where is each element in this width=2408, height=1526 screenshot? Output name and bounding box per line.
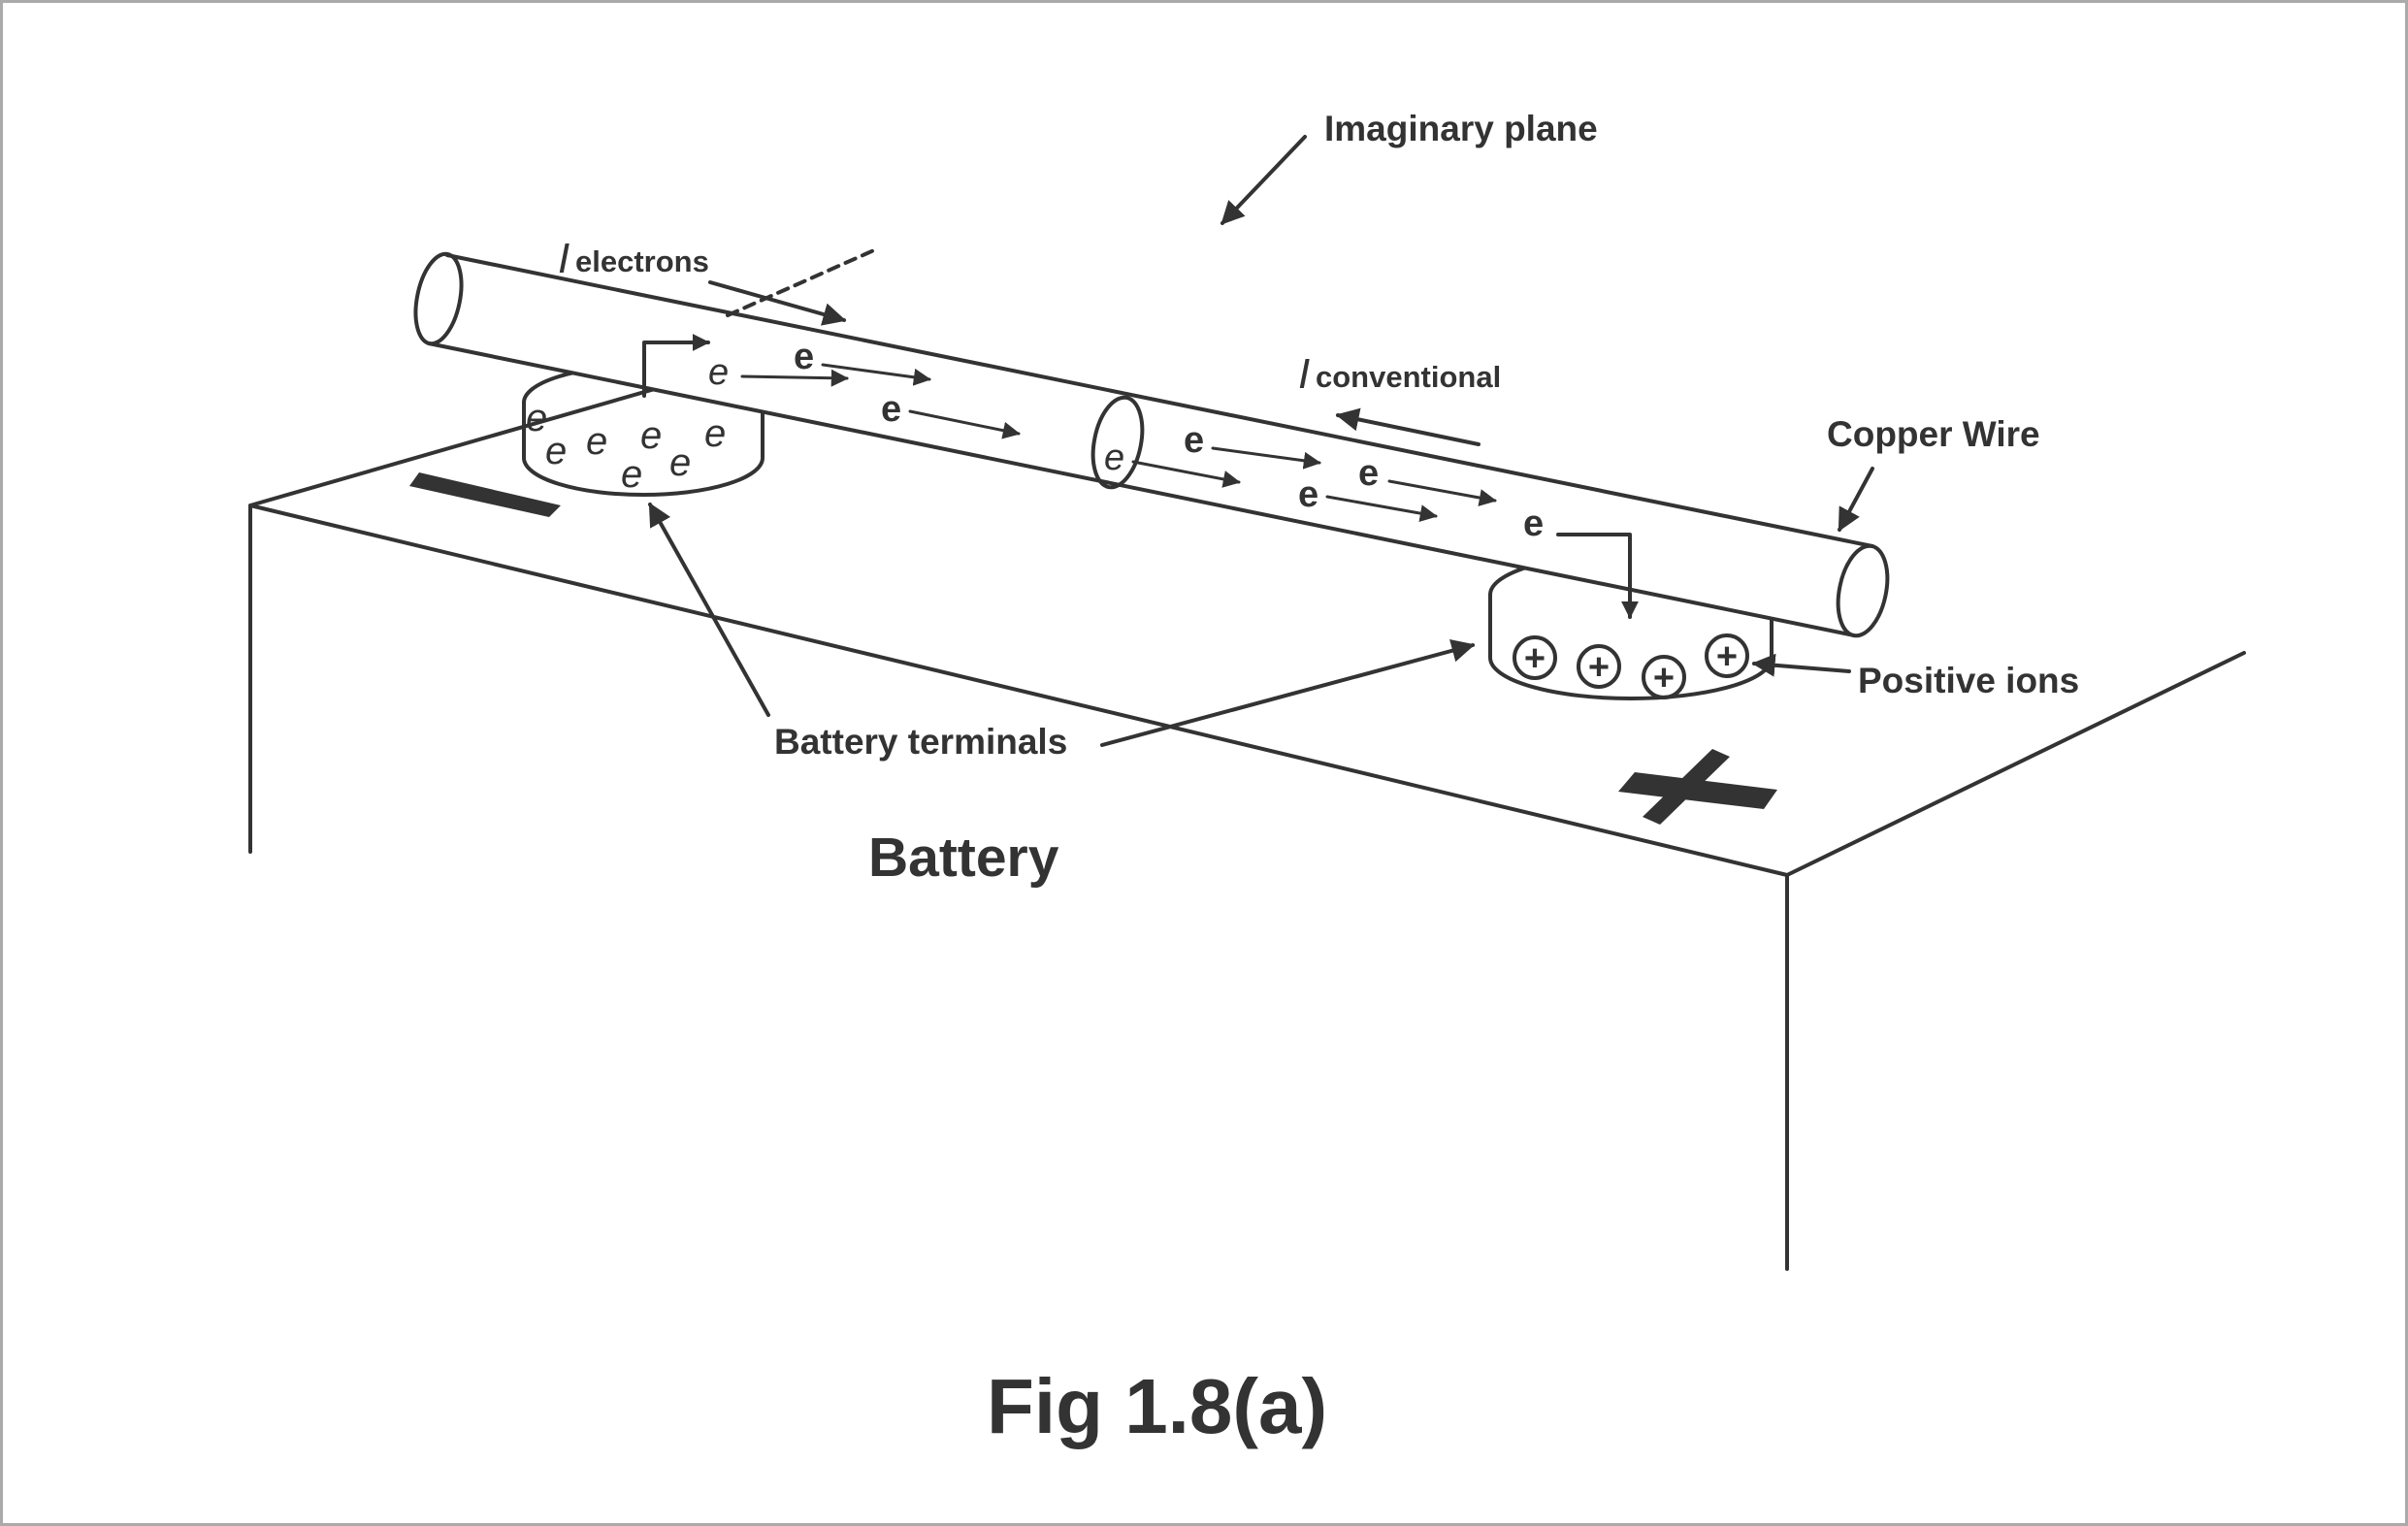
positive-terminal-symbol xyxy=(1618,749,1777,825)
copper-wire xyxy=(413,251,1890,638)
positive-ions-arrow xyxy=(1751,653,1851,677)
battery-label: Battery xyxy=(868,827,1059,889)
svg-text:conventional: conventional xyxy=(1316,360,1501,394)
electron: e xyxy=(1104,438,1124,478)
conventional-current-arrow xyxy=(1335,407,1481,446)
electron-exit-arrow xyxy=(642,334,710,398)
positive-ion: + xyxy=(1524,638,1546,679)
positive-ions: + + + + xyxy=(1513,633,1749,699)
electron: e xyxy=(1298,474,1318,515)
svg-text:I: I xyxy=(1298,350,1310,398)
electron: e xyxy=(881,389,901,430)
negative-terminal-symbol xyxy=(409,472,561,517)
electron-current-arrow xyxy=(708,280,847,326)
electron: e xyxy=(586,420,607,463)
imaginary-plane-section xyxy=(1090,395,1145,490)
imaginary-plane-label: Imaginary plane xyxy=(1324,109,1598,148)
positive-ion: + xyxy=(1716,636,1738,677)
imaginary-plane-line xyxy=(726,247,878,317)
copper-wire-arrow xyxy=(1838,467,1874,533)
electron: e xyxy=(1523,503,1544,544)
figure-caption: Fig 1.8(a) xyxy=(987,1363,1327,1449)
conventional-current-label: I conventional xyxy=(1298,350,1501,398)
electron-entry-arrow xyxy=(1556,533,1639,619)
positive-terminal-arrow xyxy=(1100,639,1476,747)
electron: e xyxy=(621,453,642,496)
wire-electrons: e e e e e e e e xyxy=(708,337,1544,544)
electron: e xyxy=(545,430,567,472)
electron: e xyxy=(704,412,726,455)
electron: e xyxy=(526,397,547,439)
copper-wire-label: Copper Wire xyxy=(1827,414,2040,454)
battery-terminals-label: Battery terminals xyxy=(774,722,1067,762)
battery-body xyxy=(248,362,2246,1271)
terminal-electrons: e e e e e e e xyxy=(526,397,726,496)
electron: e xyxy=(640,414,662,457)
electron: e xyxy=(1184,420,1204,461)
negative-terminal-arrow xyxy=(648,502,770,717)
electron-current-label: I electrons xyxy=(558,235,709,282)
imaginary-plane-arrow xyxy=(1220,135,1307,225)
positive-ion: + xyxy=(1653,658,1675,698)
negative-terminal: e e e e e e e xyxy=(522,364,765,497)
positive-ion: + xyxy=(1588,647,1610,688)
positive-ions-label: Positive ions xyxy=(1858,661,2079,700)
svg-text:electrons: electrons xyxy=(575,244,709,278)
svg-text:I: I xyxy=(558,235,569,282)
electron: e xyxy=(669,441,691,484)
electron: e xyxy=(708,352,729,393)
electron: e xyxy=(794,337,814,377)
electron: e xyxy=(1358,453,1379,494)
